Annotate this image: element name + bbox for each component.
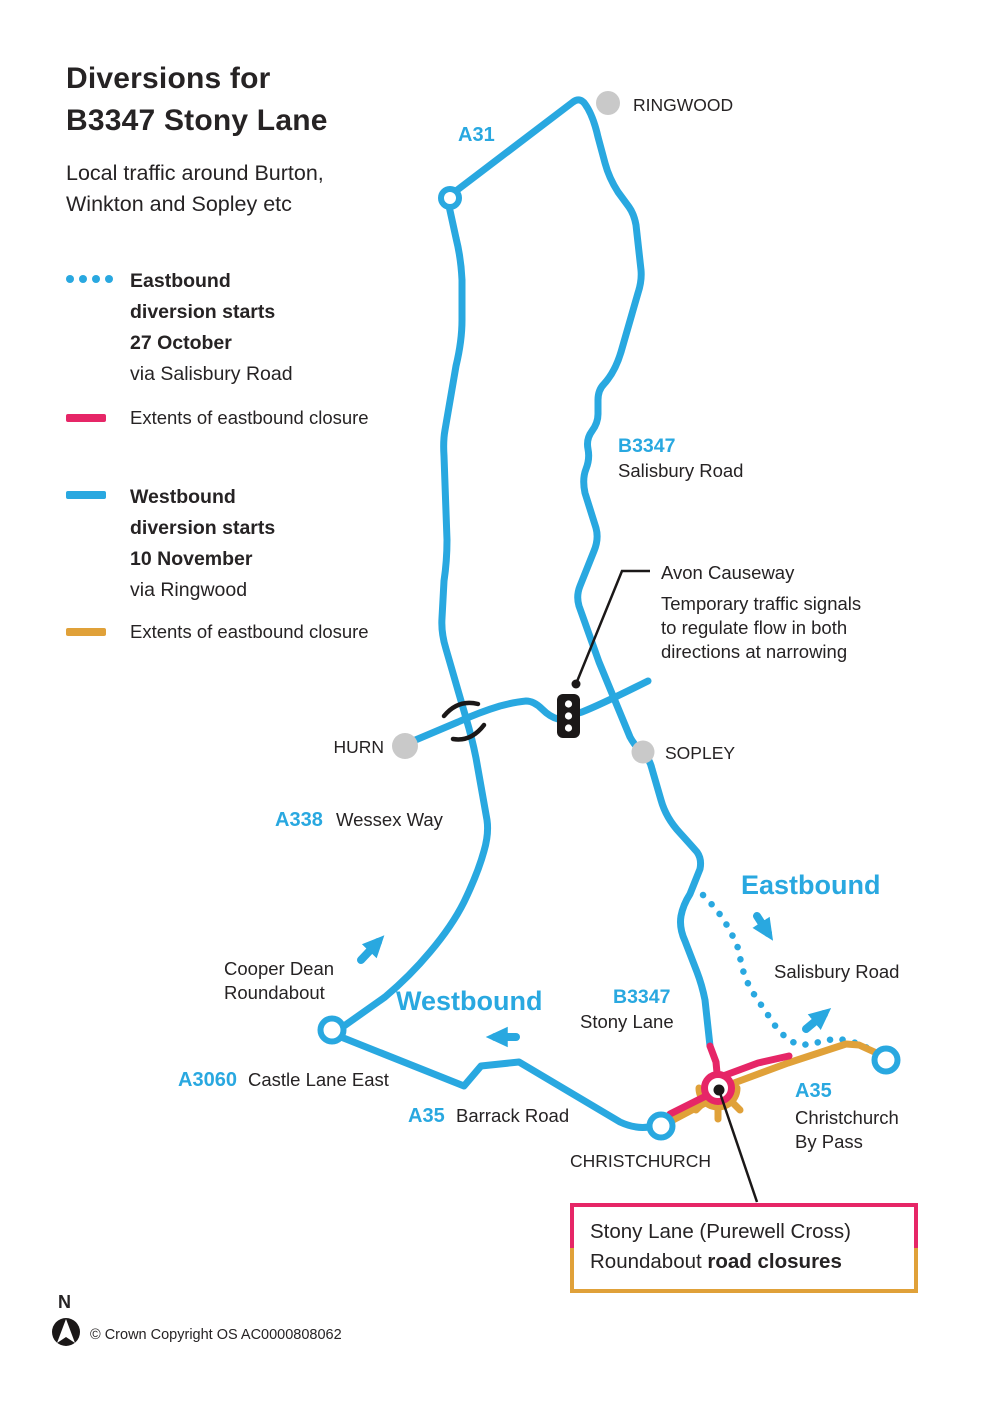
legend-eastbound-closure-label: Extents of eastbound closure (130, 407, 369, 428)
label-a35-barrack-name: Barrack Road (456, 1105, 569, 1126)
label-ringwood: RINGWOOD (633, 95, 733, 115)
westbound-solid-swatch (66, 491, 106, 499)
purewell-leader-dot (713, 1084, 725, 1096)
page-title: Diversions for B3347 Stony Lane (66, 58, 328, 142)
label-a35-bypass-1: Christchurch (795, 1107, 899, 1128)
label-westbound: Westbound (396, 986, 542, 1016)
label-a338-ref: A338 (275, 809, 323, 831)
pink-closure-west (666, 1093, 708, 1118)
title-line-2: B3347 Stony Lane (66, 104, 328, 137)
label-b3347-ref: B3347 (618, 435, 675, 457)
road-a338 (340, 202, 492, 1030)
christchurch-roundabout (646, 1111, 676, 1141)
legend-eastbound-line3: 27 October (130, 332, 232, 354)
eastbound-dotted-swatch (66, 266, 130, 390)
copyright-text: © Crown Copyright OS AC0000808062 (90, 1327, 342, 1343)
westbound-route-roads (337, 96, 714, 1131)
ringwood-dot (596, 91, 620, 115)
cooper-dean-roundabout (317, 1015, 347, 1045)
hurn-dot (392, 733, 418, 759)
label-christchurch: CHRISTCHURCH (570, 1151, 711, 1171)
label-a31: A31 (458, 124, 495, 146)
legend-westbound: Westbound diversion starts 10 November v… (66, 482, 275, 606)
label-a338-name: Wessex Way (336, 809, 444, 830)
orange-closure-swatch (66, 628, 106, 636)
label-cooper-dean-2: Roundabout (224, 982, 325, 1003)
road-avon-causeway (402, 677, 652, 748)
road-a31-b3347-salisbury (448, 96, 714, 1050)
road-closures-callout: Stony Lane (Purewell Cross) Roundabout r… (570, 1203, 918, 1293)
label-b3347-salisbury: Salisbury Road (618, 460, 743, 481)
arrow-northeast-a338-icon (357, 935, 385, 964)
label-signals-2: to regulate flow in both (661, 617, 847, 638)
eastbound-dotted-route (699, 891, 884, 1057)
callout-leader (718, 1092, 759, 1203)
label-salisbury-diversion: Salisbury Road (774, 961, 899, 982)
road-a3060-a35-barrack (337, 1033, 653, 1131)
label-signals-1: Temporary traffic signals (661, 593, 861, 614)
legend-eastbound: Eastbound diversion starts 27 October vi… (66, 266, 293, 390)
legend-westbound-line4: via Ringwood (130, 579, 248, 601)
label-b3347-stony-name: Stony Lane (580, 1011, 674, 1032)
label-a3060-ref: A3060 (178, 1069, 237, 1091)
avon-causeway-leader (571, 569, 650, 689)
pink-closure-stony (706, 1042, 721, 1077)
label-a3060-name: Castle Lane East (248, 1069, 389, 1090)
bridge-icon (441, 700, 487, 742)
legend-westbound-closure: Extents of eastbound closure (66, 621, 369, 642)
legend-westbound-line3: 10 November (130, 548, 253, 570)
label-hurn: HURN (333, 737, 384, 757)
label-cooper-dean-1: Cooper Dean (224, 958, 334, 979)
label-sopley: SOPLEY (665, 743, 735, 763)
pink-closure-east (719, 1052, 793, 1080)
a31-roundabout (438, 186, 462, 210)
callout-line1: Stony Lane (Purewell Cross) (590, 1220, 851, 1243)
label-avon-causeway: Avon Causeway (661, 562, 795, 583)
label-b3347-stony-ref: B3347 (613, 986, 670, 1008)
legend-westbound-line2: diversion starts (130, 517, 276, 539)
orange-stub-sw (692, 1098, 708, 1114)
subtitle-line-1: Local traffic around Burton, (66, 161, 324, 185)
arrow-southeast-eastbound-icon (752, 912, 774, 941)
orange-closure (669, 1040, 885, 1124)
callout-line2-bold: road closures (707, 1250, 842, 1273)
page-subtitle: Local traffic around Burton, Winkton and… (66, 158, 324, 220)
orange-closure-right (730, 1040, 885, 1087)
label-a35-bypass-2: By Pass (795, 1131, 863, 1152)
legend-westbound-line1: Westbound (130, 486, 236, 508)
label-a35-barrack-ref: A35 (408, 1105, 445, 1127)
north-arrow-icon (52, 1318, 80, 1346)
legend-westbound-closure-label: Extents of eastbound closure (130, 621, 369, 642)
legend-eastbound-line4: via Salisbury Road (130, 363, 293, 385)
legend-eastbound-closure: Extents of eastbound closure (66, 407, 369, 428)
callout-line2: Roundabout road closures (590, 1247, 898, 1277)
label-signals-3: directions at narrowing (661, 641, 847, 662)
label-a35-bypass-ref: A35 (795, 1080, 832, 1102)
arrow-northeast-salisbury-icon (802, 1008, 832, 1033)
legend-eastbound-line1: Eastbound (130, 270, 231, 292)
legend-eastbound-line2: diversion starts (130, 301, 276, 323)
sopley-dot (631, 740, 655, 764)
title-line-1: Diversions for (66, 62, 271, 95)
traffic-signal-icon (557, 694, 580, 738)
north-label: N (58, 1292, 71, 1312)
a35-east-roundabout (871, 1045, 901, 1075)
subtitle-line-2: Winkton and Sopley etc (66, 192, 292, 216)
pink-closure (666, 1042, 793, 1118)
callout-line2-regular: Roundabout (590, 1250, 708, 1273)
orange-stub-se (728, 1098, 744, 1114)
pink-closure-swatch (66, 414, 106, 422)
label-eastbound: Eastbound (741, 870, 881, 900)
